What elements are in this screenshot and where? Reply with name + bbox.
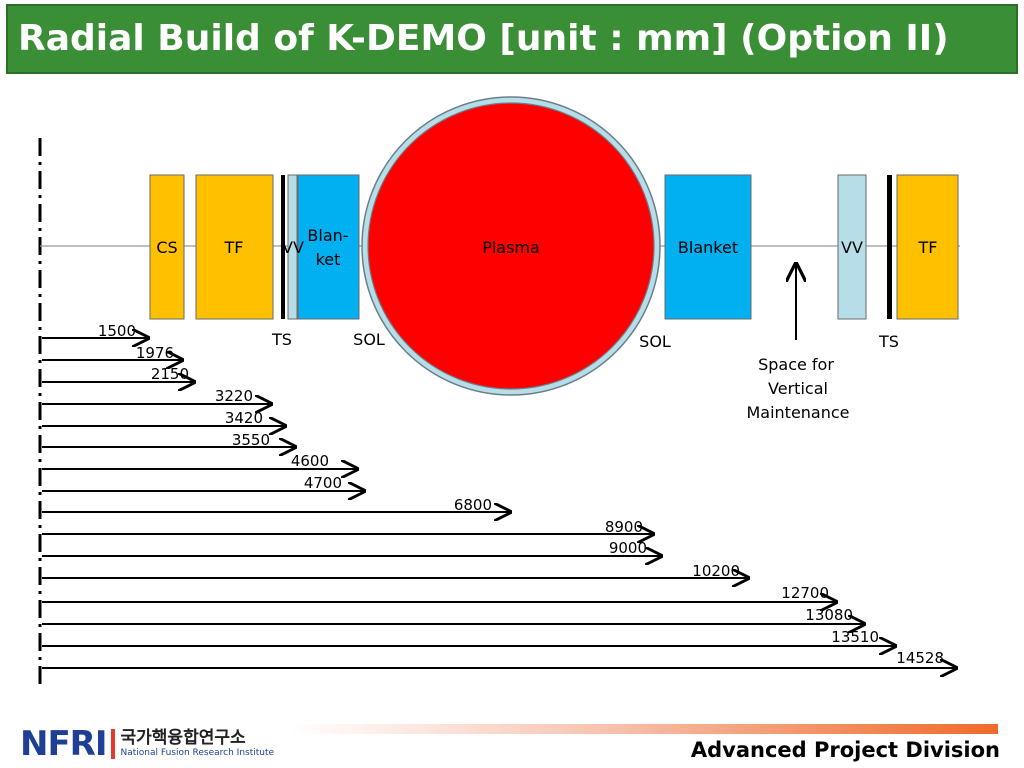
- plasma-circle: [367, 102, 655, 390]
- blanket-outer-block: [664, 174, 752, 320]
- cs-label: CS: [156, 238, 177, 257]
- ts-outer-label: TS: [878, 332, 899, 351]
- radius-label-13080: 13080: [805, 606, 853, 624]
- sol-inner-label: SOL: [353, 330, 385, 349]
- plasma-label: Plasma: [482, 238, 540, 257]
- radius-label-3420: 3420: [225, 409, 263, 427]
- radius-label-1500: 1500: [98, 322, 136, 340]
- logo-english-name: National Fusion Research Institute: [120, 748, 275, 758]
- radius-label-6800: 6800: [454, 496, 492, 514]
- vv-outer-label: VV: [841, 238, 863, 257]
- page-title: Radial Build of K-DEMO [unit : mm] (Opti…: [18, 18, 949, 59]
- logo-mark: NFRI: [20, 724, 108, 764]
- radius-label-10200: 10200: [692, 562, 740, 580]
- division-label: Advanced Project Division: [690, 738, 1000, 762]
- vv-outer-block: [837, 174, 867, 320]
- blanket-inner-label-line2: ket: [316, 250, 341, 269]
- radius-label-8900: 8900: [605, 518, 643, 536]
- radius-label-2150: 2150: [151, 365, 189, 383]
- blanket-inner-label-line1: Blan-: [307, 226, 348, 245]
- logo-divider: [110, 729, 115, 759]
- radius-label-3220: 3220: [215, 387, 253, 405]
- nfri-logo: NFRI 국가핵융합연구소 National Fusion Research I…: [20, 724, 274, 764]
- ts-inner-bar: [281, 175, 285, 319]
- sol-outer-label: SOL: [639, 332, 671, 351]
- maintenance-label-line1: Space for: [758, 355, 834, 374]
- radius-label-12700: 12700: [781, 584, 829, 602]
- tf-outer-label: TF: [918, 238, 938, 257]
- tf-inner-label: TF: [224, 238, 244, 257]
- vv-inner-label: VV: [282, 238, 304, 257]
- vv-inner-block: [287, 174, 298, 320]
- radius-label-14528: 14528: [896, 649, 944, 667]
- tf-outer-block: [896, 174, 959, 320]
- maintenance-label-line2: Vertical: [768, 379, 828, 398]
- ts-outer-bar: [887, 175, 892, 319]
- radius-label-13510: 13510: [831, 628, 879, 646]
- title-bar: Radial Build of K-DEMO [unit : mm] (Opti…: [6, 4, 1018, 74]
- logo-text: 국가핵융합연구소 National Fusion Research Instit…: [121, 730, 275, 758]
- logo-korean-name: 국가핵융합연구소: [120, 728, 246, 748]
- radius-label-4600: 4600: [291, 452, 329, 470]
- radius-label-1976: 1976: [136, 344, 174, 362]
- ts-inner-label: TS: [271, 330, 292, 349]
- blanket-inner-block: [297, 174, 360, 320]
- radius-label-4700: 4700: [304, 474, 342, 492]
- radius-label-9000: 9000: [609, 539, 647, 557]
- tf-inner-block: [195, 174, 274, 320]
- cs-block: [149, 174, 185, 320]
- blanket-outer-label: Blanket: [678, 238, 738, 257]
- footer-gradient-band: [290, 724, 998, 734]
- maintenance-label-line3: Maintenance: [746, 403, 849, 422]
- radius-label-3550: 3550: [232, 431, 270, 449]
